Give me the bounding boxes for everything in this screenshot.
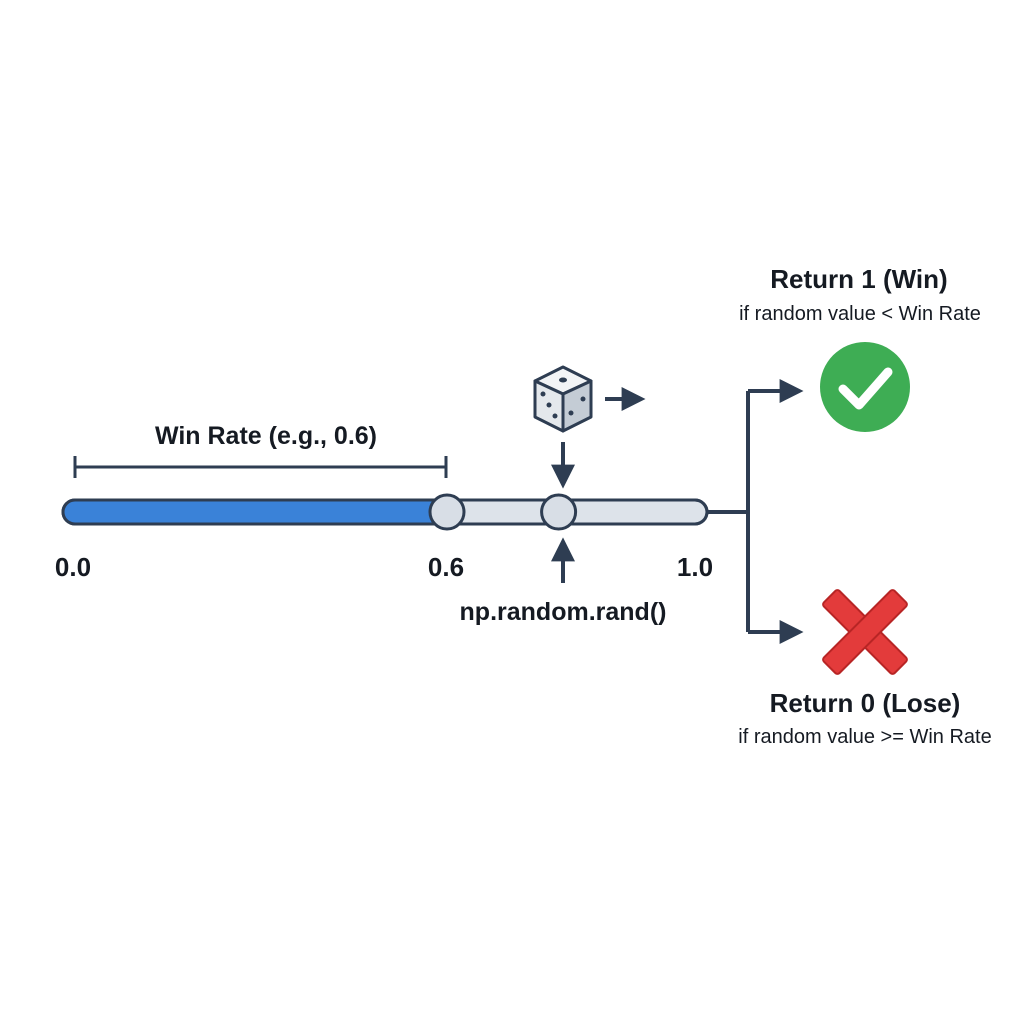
threshold-marker — [428, 493, 466, 531]
random-value-marker — [540, 493, 578, 531]
random-function-label: np.random.rand() — [460, 598, 667, 626]
win-region-fill — [63, 500, 447, 524]
cross-icon — [822, 589, 908, 675]
scale-end-label: 1.0 — [677, 552, 713, 582]
scale-threshold-label: 0.6 — [428, 552, 464, 582]
win-rate-label: Win Rate (e.g., 0.6) — [155, 422, 377, 450]
win-outcome-condition: if random value < Win Rate — [739, 303, 981, 325]
scale-start-label: 0.0 — [55, 552, 91, 582]
branch-connector — [707, 379, 804, 644]
win-outcome-title: Return 1 (Win) — [770, 264, 947, 294]
lose-outcome-condition: if random value >= Win Rate — [738, 726, 991, 748]
dice-icon — [533, 365, 593, 433]
lose-outcome-title: Return 0 (Lose) — [770, 688, 961, 718]
win-rate-bracket — [73, 456, 448, 478]
check-circle-icon — [820, 342, 910, 432]
